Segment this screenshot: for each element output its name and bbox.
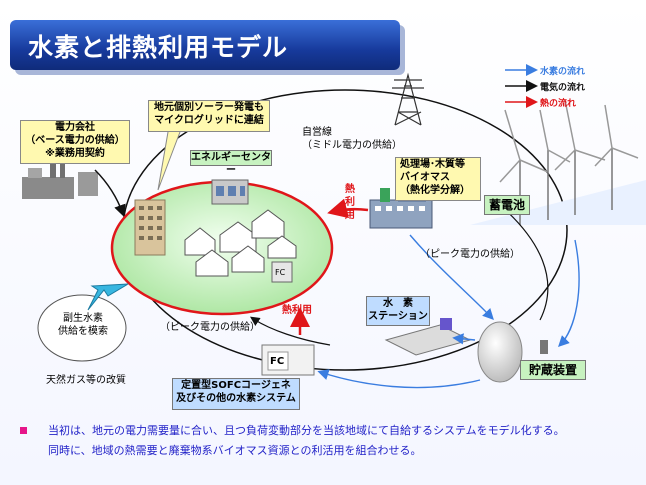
arrow-battery-to-grid [499,204,549,321]
legend-power: 電気の流れ [540,83,586,93]
legend-hydrogen: 水素の流れ [540,67,586,77]
apartment-building-icon [134,199,166,256]
note-line-2: 同時に、地域の熱需要と廃棄物系バイオマス資源との利活用を組合わせる。 [48,444,422,457]
hydrogen-station-box: 水 素 ステーション [366,296,430,326]
arrow-h2-storage-to-sofc [317,369,481,389]
peak-supply-right-label: （ピーク電力の供給） [420,249,520,260]
sofc-unit-icon [261,344,315,376]
battery-box: 蓄電池 [484,195,530,215]
arrow-peak-left [250,316,331,346]
factory-icon [22,160,98,199]
sofc-box: 定置型SOFCコージェネ 及びその他の水素システム [172,378,300,410]
processing-box: 処理場･木質等 バイオマス （熱化学分解） [395,157,481,201]
note-bullet [20,427,27,434]
arrow-power-company [94,169,126,217]
arrow-h2-storage-to-station [452,333,476,345]
fc-small-label: FC [275,268,286,277]
title-banner [10,20,400,70]
arrow-h2-wind-to-storage [558,239,580,347]
heat-use-label: 熱利用 [282,305,312,316]
byproduct-ellipse [37,294,127,362]
solar-callout: 地元個別ソーラー発電も マイクログリッドに連結 [148,100,270,132]
fc-large-label: FC [270,356,285,367]
transmission-tower-icon [392,72,424,126]
page-title: 水素と排熱利用モデル [28,33,289,62]
storage-dome-icon [477,321,548,383]
energy-center-box: エネルギーセンター [190,150,272,176]
peak-supply-left-label: （ピーク電力の供給） [160,322,260,333]
note-line-1: 当初は、地元の電力需要量に合い、且つ負荷変動部分を当該地域にて自給するシステムを… [48,424,565,437]
fc-unit-small [271,261,293,283]
legend-heat: 熱の流れ [540,99,577,109]
houses-icon [184,209,297,277]
private-line-label: 自営線 （ミドル電力の供給） [302,127,402,151]
arrow-h2-plant-to-storage [409,234,494,321]
byproduct-label: 副生水素 供給を模索 [58,313,108,337]
arrow-heat-upper [327,198,369,219]
gas-reform-box: 天然ガス等の改質 [46,375,126,386]
solar-callout-pointer [157,131,181,191]
power-company-box: 電力会社 （ベース電力の供給） ※業務用契約 [20,120,130,164]
energy-center-building-icon [211,179,249,205]
hydrogen-station-icon [384,318,472,356]
arrow-byproduct [87,283,129,311]
heat-use-label-vertical: 熱 利 用 [345,184,355,221]
storage-box: 貯蔵装置 [520,360,586,380]
